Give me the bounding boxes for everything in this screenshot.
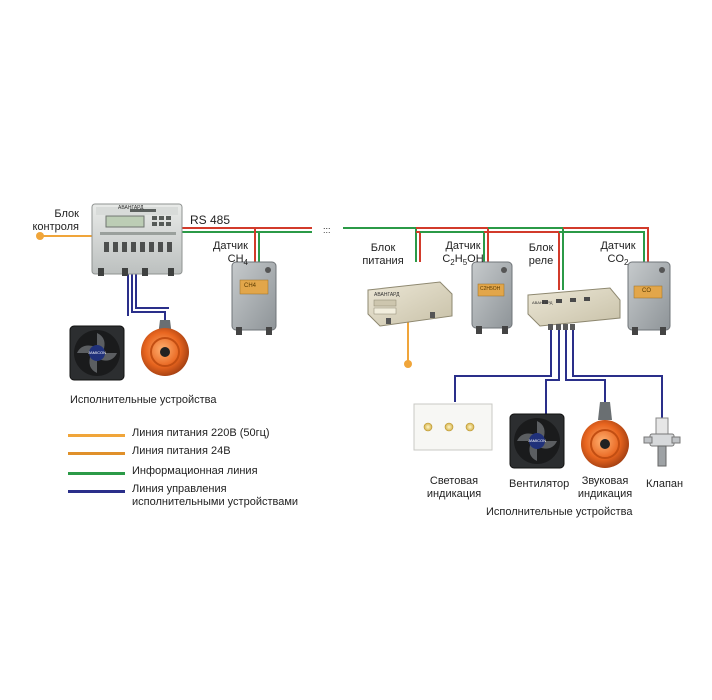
fan-left-device	[69, 325, 125, 381]
power-junction-dot-left	[36, 232, 44, 240]
c2h5oh-badge-text: С2Н5ОН	[480, 286, 501, 292]
control-unit-label-line1: Блок	[54, 208, 79, 220]
light-panel-device	[413, 403, 493, 451]
valve-device	[643, 417, 681, 467]
executive-devices-left-label: Исполнительные устройства	[70, 394, 217, 406]
light-indication-label: Световая индикация	[414, 475, 494, 501]
legend-label: Линия питания 24В	[132, 445, 231, 457]
control-unit-device	[91, 203, 183, 276]
fan-left-brand: JAMICON	[88, 350, 106, 355]
relay-unit-label: Блок реле	[522, 242, 560, 268]
power-unit-label-line1: Блок	[370, 242, 396, 254]
c2h5oh-s2: 5	[462, 258, 468, 268]
relay-unit-label-line1: Блок	[528, 242, 554, 254]
power-junction-dot-right	[404, 360, 412, 368]
c2h5oh-p3: OH	[467, 253, 484, 265]
power-unit-label: Блок питания	[360, 242, 406, 268]
legend-label: Линия питания 220В (50гц)	[132, 427, 270, 439]
relay-unit-device	[527, 287, 621, 330]
legend-swatch	[68, 452, 125, 455]
relay-unit-brand: АВАНГАРД	[532, 300, 553, 305]
power-unit-brand: АВАНГАРД	[374, 292, 400, 298]
sensor-co2-label: Датчик CO2	[594, 240, 642, 269]
sensor-co2-label-line1: Датчик	[600, 240, 636, 252]
sound-indication-line1: Звуковая	[581, 475, 629, 487]
siren-left-device	[141, 320, 189, 376]
power-line-220v	[40, 235, 409, 364]
siren-right-device	[581, 402, 629, 468]
relay-unit-label-line2: реле	[528, 255, 554, 267]
sensor-ch4-device	[231, 261, 277, 335]
legend-swatch	[68, 490, 125, 493]
executive-devices-right-label: Исполнительные устройства	[486, 506, 633, 518]
info-line-left	[182, 227, 312, 262]
control-unit-label: Блок контроля	[24, 208, 79, 234]
sensor-co2-device	[627, 261, 671, 335]
fan-right-device	[509, 413, 565, 469]
light-indication-line1: Световая	[429, 475, 479, 487]
control-lines-right	[454, 330, 663, 420]
sensor-c2h5oh-formula: C2H5OH	[434, 253, 492, 269]
rs485-label: RS 485	[190, 213, 231, 227]
ch4-formula-sub: 4	[243, 258, 248, 268]
c2h5oh-p2: H	[454, 253, 463, 265]
c2h5oh-s1: 2	[450, 258, 455, 268]
light-indication-line2: индикация	[426, 488, 482, 500]
ellipsis-mark: :::	[323, 225, 331, 235]
info-line-right	[343, 227, 649, 290]
fan-label: Вентилятор	[509, 478, 570, 490]
legend-label: Линия управления исполнительными устройс…	[132, 483, 299, 508]
sensor-c2h5oh-label: Датчик C2H5OH	[434, 240, 492, 269]
sound-indication-label: Звуковая индикация	[572, 475, 638, 501]
control-unit-label-line2: контроля	[32, 221, 79, 233]
co2-formula-main: CO	[607, 253, 625, 265]
control-lines-left	[127, 274, 169, 326]
sensor-ch4-label: Датчик CH4	[190, 240, 248, 269]
control-unit-brand: АВАНГАРД	[118, 205, 144, 211]
legend-label: Информационная линия	[132, 465, 258, 477]
sensor-co2-formula: CO2	[594, 253, 642, 269]
sensor-ch4-label-line1: Датчик	[212, 240, 248, 252]
valve-label: Клапан	[646, 478, 684, 490]
co2-formula-sub: 2	[624, 258, 629, 268]
legend-swatch	[68, 472, 125, 475]
co2-badge-text: CO	[642, 288, 651, 294]
sensor-ch4-formula: CH4	[190, 253, 248, 269]
c2h5oh-p1: C	[442, 253, 451, 265]
sensor-c2h5oh-label-line1: Датчик	[445, 240, 481, 252]
sensor-c2h5oh-device	[471, 261, 513, 334]
fan-right-brand: JAMICON	[528, 438, 546, 443]
sound-indication-line2: индикация	[577, 488, 633, 500]
ch4-badge-text: СН4	[244, 283, 257, 289]
power-unit-label-line2: питания	[362, 255, 404, 267]
legend-swatch	[68, 434, 125, 437]
power-unit-device	[367, 281, 453, 327]
ch4-formula-main: CH	[227, 253, 244, 265]
